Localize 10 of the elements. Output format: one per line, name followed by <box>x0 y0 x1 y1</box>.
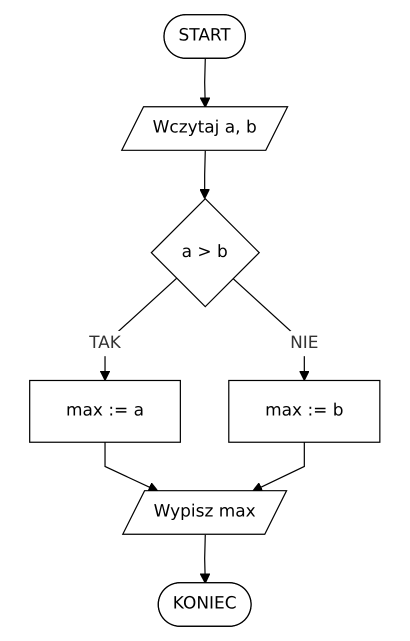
node-box: max := b <box>228 380 381 443</box>
node-diamond: a > b <box>150 198 260 308</box>
arrow <box>252 442 306 492</box>
edge-label: TAK <box>89 333 122 353</box>
arrow <box>104 442 159 492</box>
edge-label: NIE <box>290 333 319 353</box>
node-box: max := a <box>29 380 182 443</box>
arrow <box>200 150 210 200</box>
arrow <box>200 534 211 584</box>
arrow <box>200 58 211 108</box>
